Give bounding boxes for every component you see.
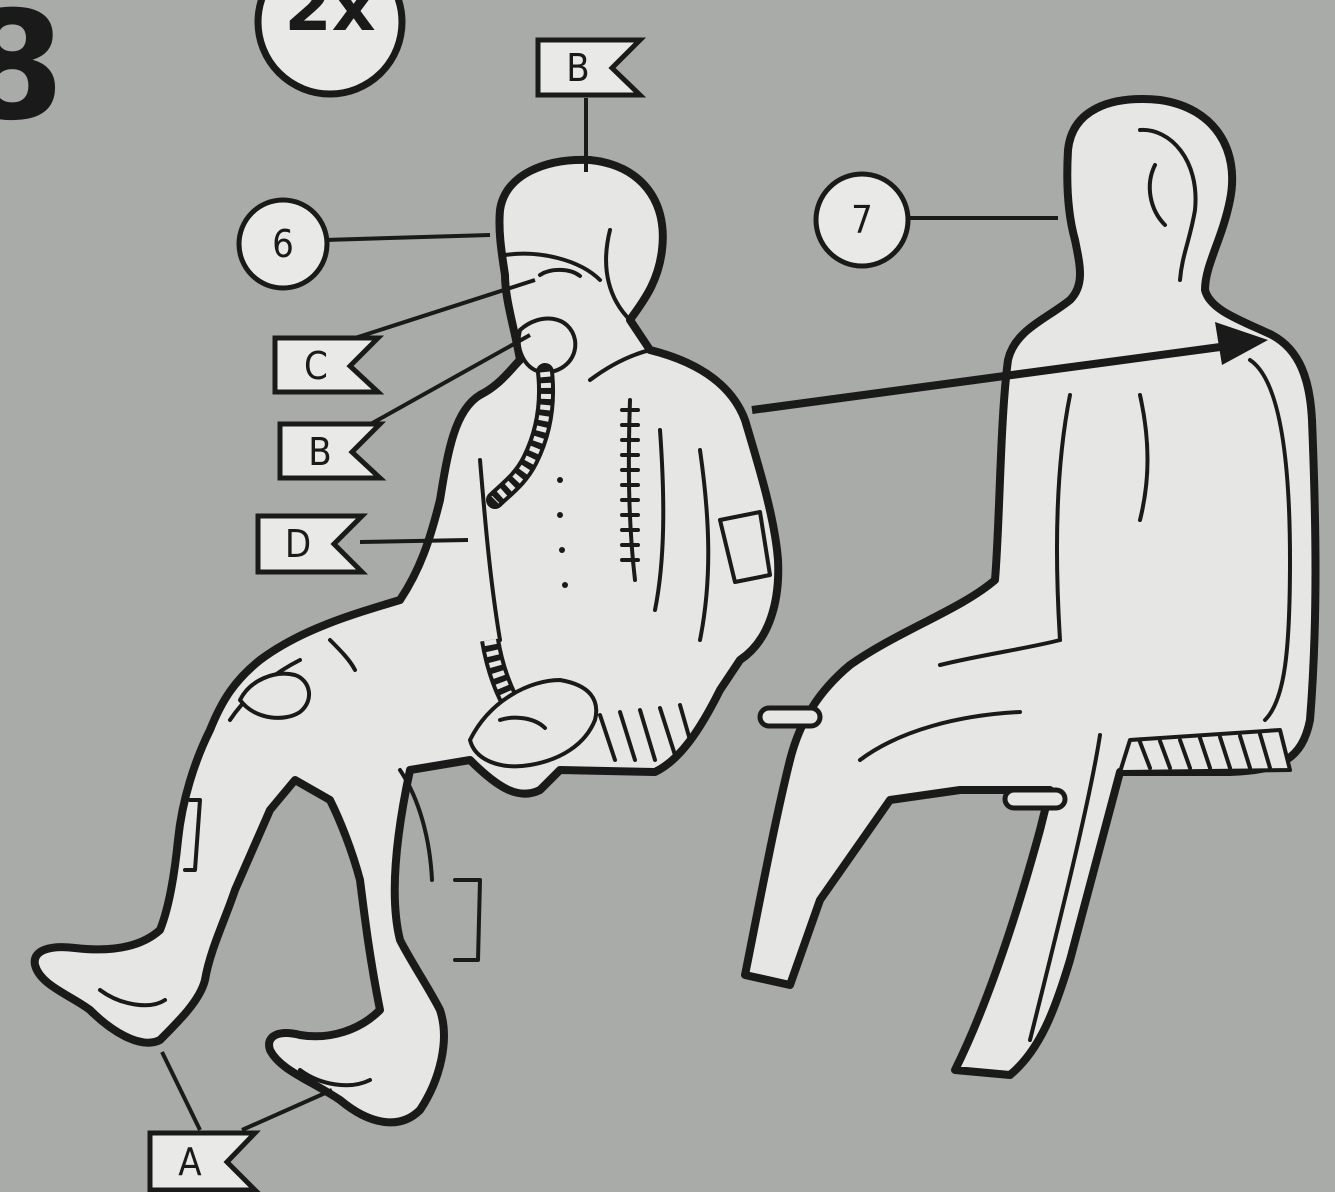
flag-helmet-label: B [566, 46, 589, 90]
pilot-figure [35, 160, 779, 1122]
flag-mask: C [275, 338, 378, 392]
callout-part-6-label: 6 [272, 222, 294, 266]
quantity-badge: 2x [258, 0, 402, 94]
flag-hose: B [280, 424, 380, 478]
callout-part-6: 6 [239, 200, 327, 288]
callout-part-7: 7 [816, 174, 908, 266]
flag-mask-label: C [304, 344, 328, 388]
flag-hose-label: B [308, 430, 331, 474]
quantity-label: 2x [284, 0, 375, 47]
flag-feet-label: A [178, 1140, 202, 1184]
flag-helmet: B [538, 40, 640, 95]
step-number: 8 [0, 0, 64, 154]
flag-torso-label: D [285, 522, 311, 566]
flag-torso: D [258, 516, 362, 572]
flag-feet: A [150, 1133, 255, 1190]
callout-part-7-label: 7 [851, 198, 873, 242]
